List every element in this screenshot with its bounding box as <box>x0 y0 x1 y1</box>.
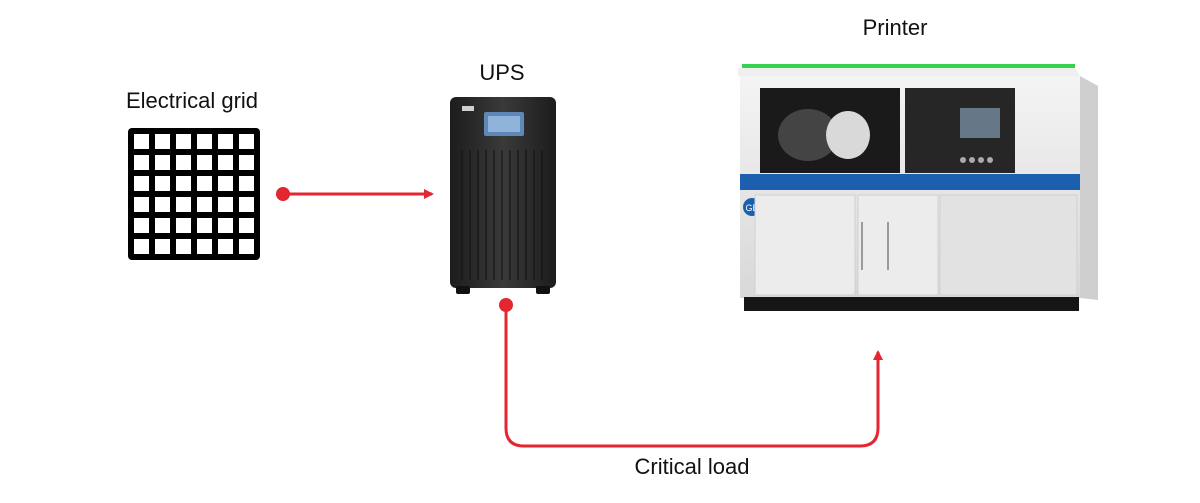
grid-label: Electrical grid <box>125 88 259 113</box>
ups-unit <box>450 97 556 294</box>
printer-label: Printer <box>862 15 928 40</box>
arrow-ups-to-printer <box>499 298 883 448</box>
critical-load-label: Critical load <box>634 454 750 479</box>
svg-text:GE: GE <box>745 203 758 213</box>
grid-icon <box>128 128 260 260</box>
ups-label: UPS <box>479 60 525 85</box>
arrow-grid-to-ups <box>276 187 434 201</box>
printer-machine: GE <box>738 64 1098 311</box>
